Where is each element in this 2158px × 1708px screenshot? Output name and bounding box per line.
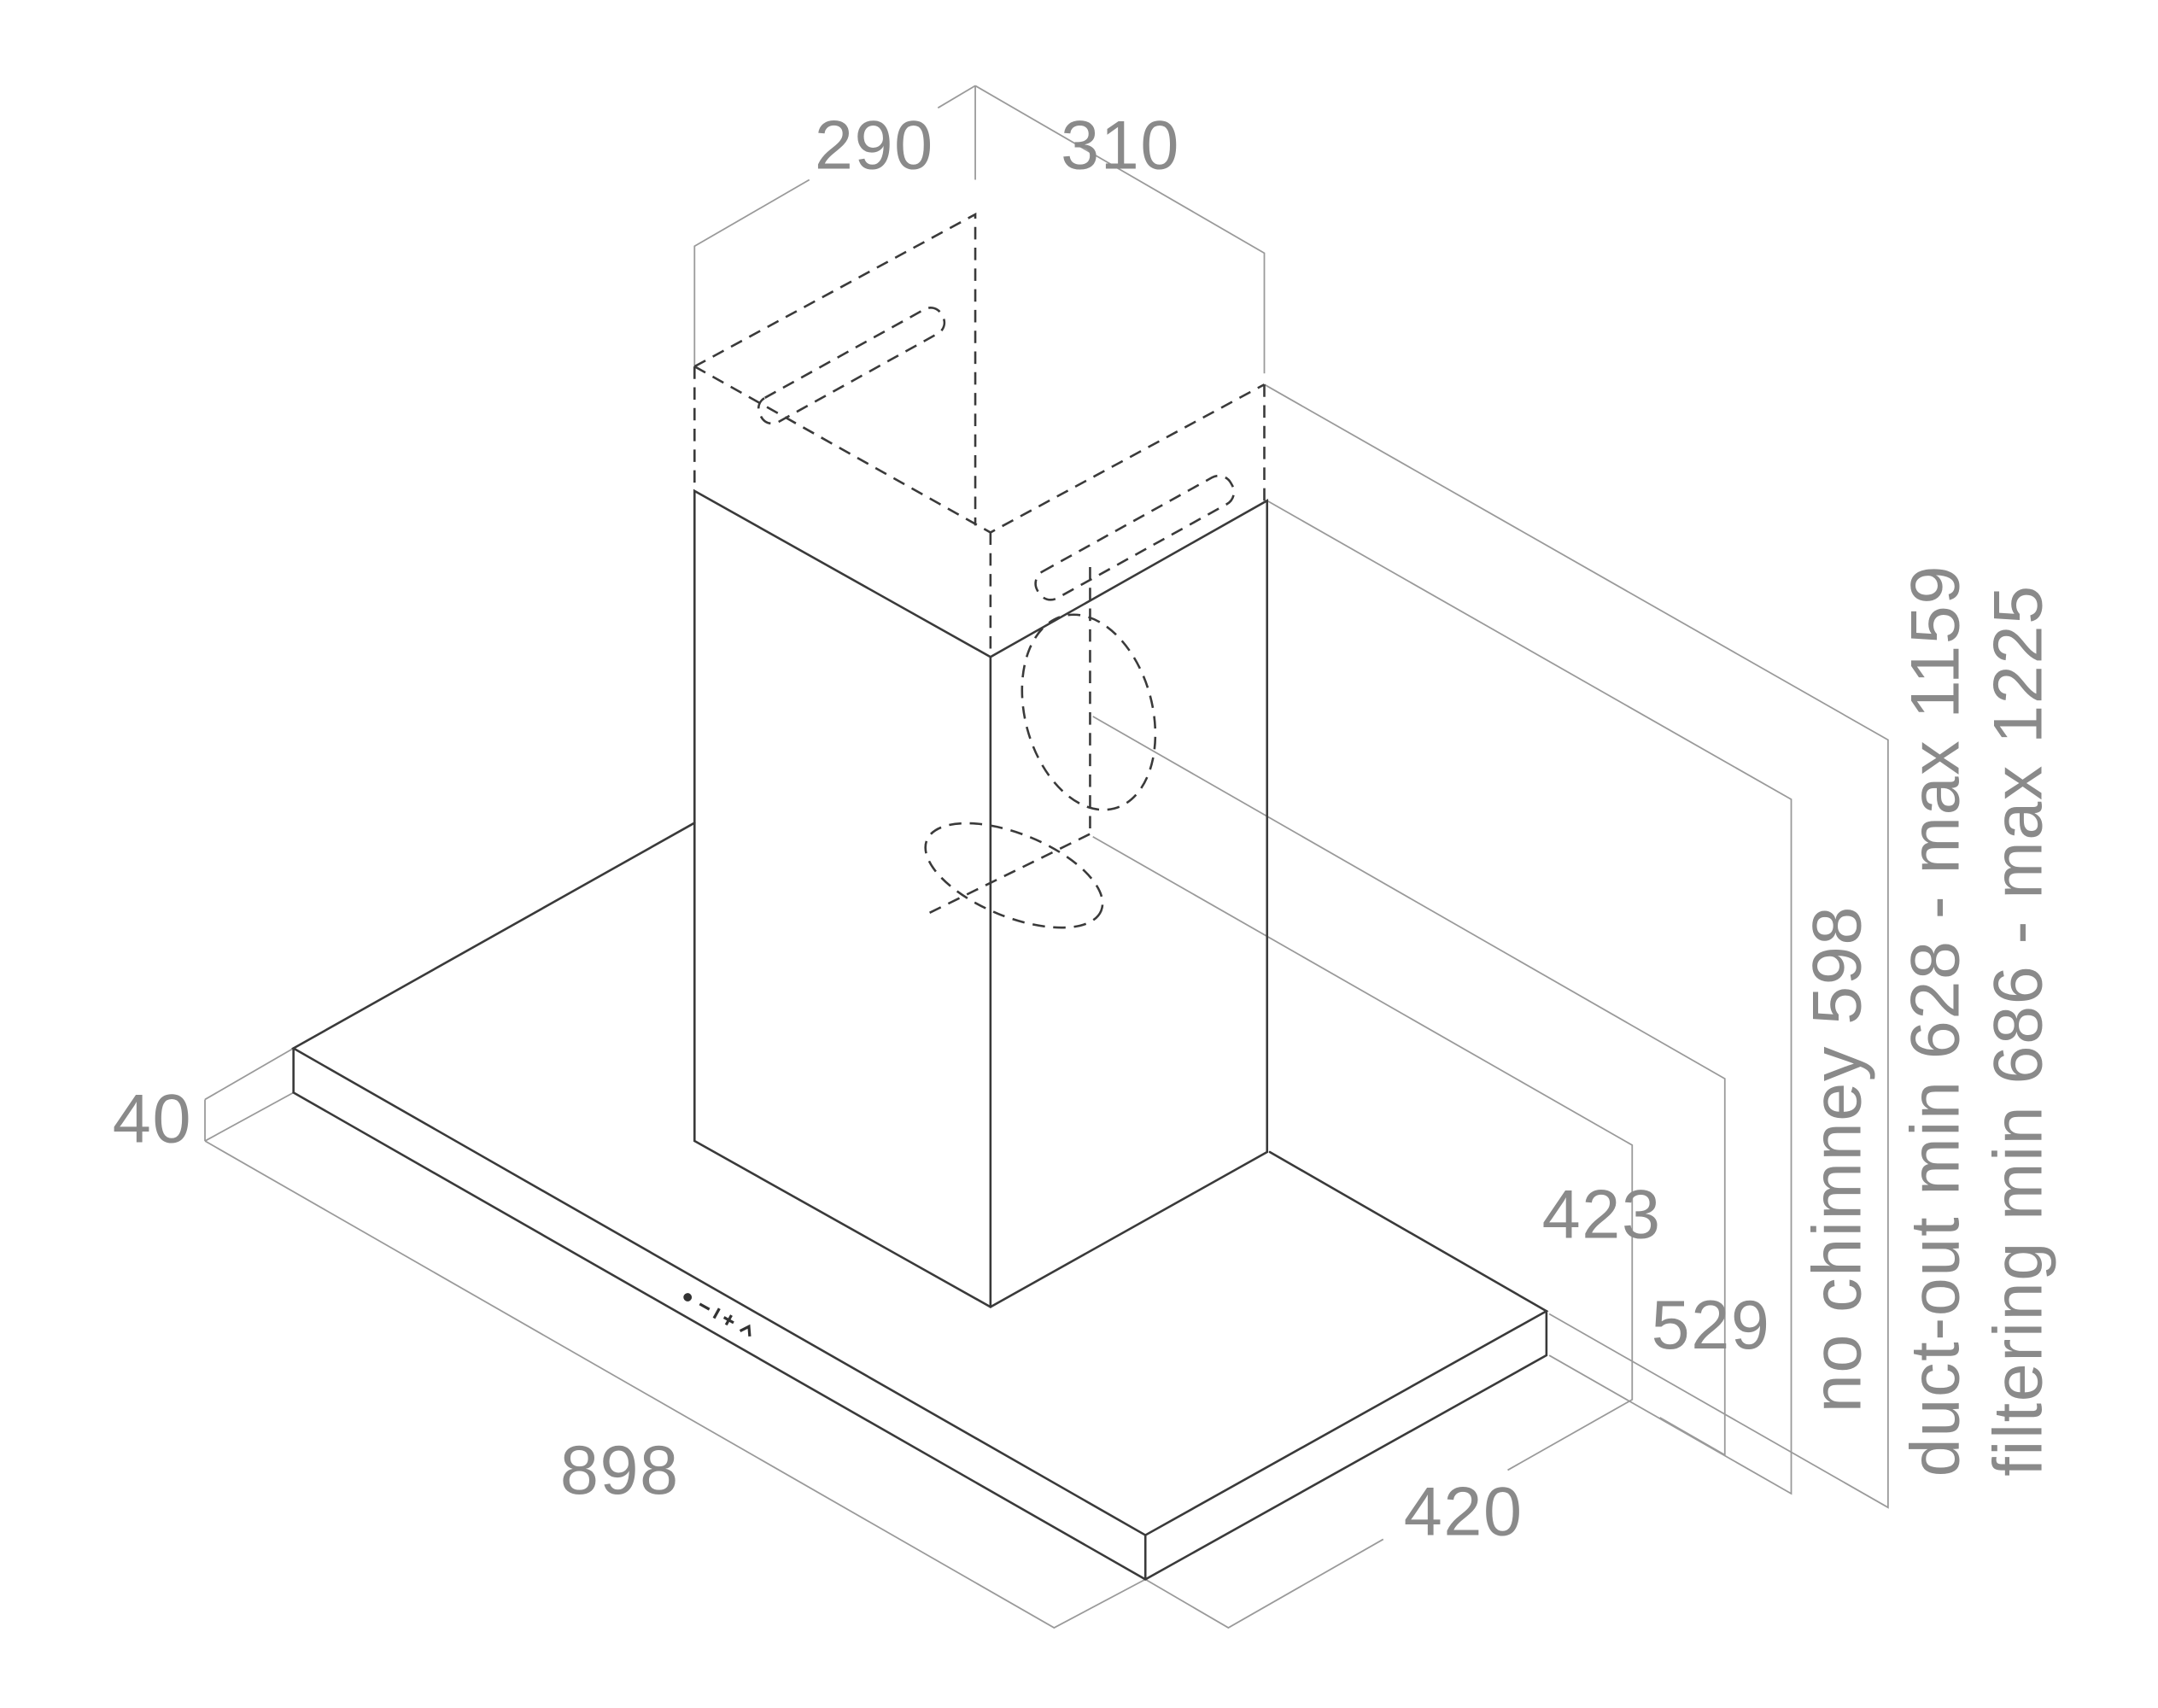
dimension-lines bbox=[204, 85, 1889, 1629]
label-duct-out: duct-out min 628 - max 1159 bbox=[1897, 564, 1974, 1477]
vent-slot-right bbox=[1034, 474, 1236, 601]
label-canopy-depth: 420 bbox=[1404, 1474, 1523, 1551]
label-chimney-width: 310 bbox=[1061, 108, 1180, 184]
vent-slot-left bbox=[757, 307, 946, 425]
plus-icon bbox=[722, 1314, 734, 1326]
minus-icon bbox=[699, 1302, 711, 1311]
label-filtering: filtering min 686 - max 1225 bbox=[1980, 584, 2057, 1476]
label-529: 529 bbox=[1652, 1287, 1771, 1364]
chimney-extension bbox=[693, 212, 1266, 929]
label-canopy-width: 898 bbox=[560, 1432, 680, 1509]
label-canopy-thickness: 40 bbox=[113, 1081, 192, 1158]
control-panel bbox=[683, 1293, 751, 1337]
fan-icon bbox=[683, 1293, 693, 1301]
duct-bottom-circle bbox=[924, 822, 1104, 929]
label-423: 423 bbox=[1542, 1176, 1662, 1253]
chimney bbox=[693, 488, 1269, 1308]
canopy bbox=[291, 822, 1549, 1581]
level-icon bbox=[712, 1307, 721, 1319]
label-no-chimney: no chimney 598 bbox=[1798, 905, 1875, 1413]
light-icon bbox=[739, 1324, 751, 1337]
duct-outlet-circle bbox=[1021, 613, 1157, 811]
label-chimney-depth: 290 bbox=[815, 108, 934, 184]
